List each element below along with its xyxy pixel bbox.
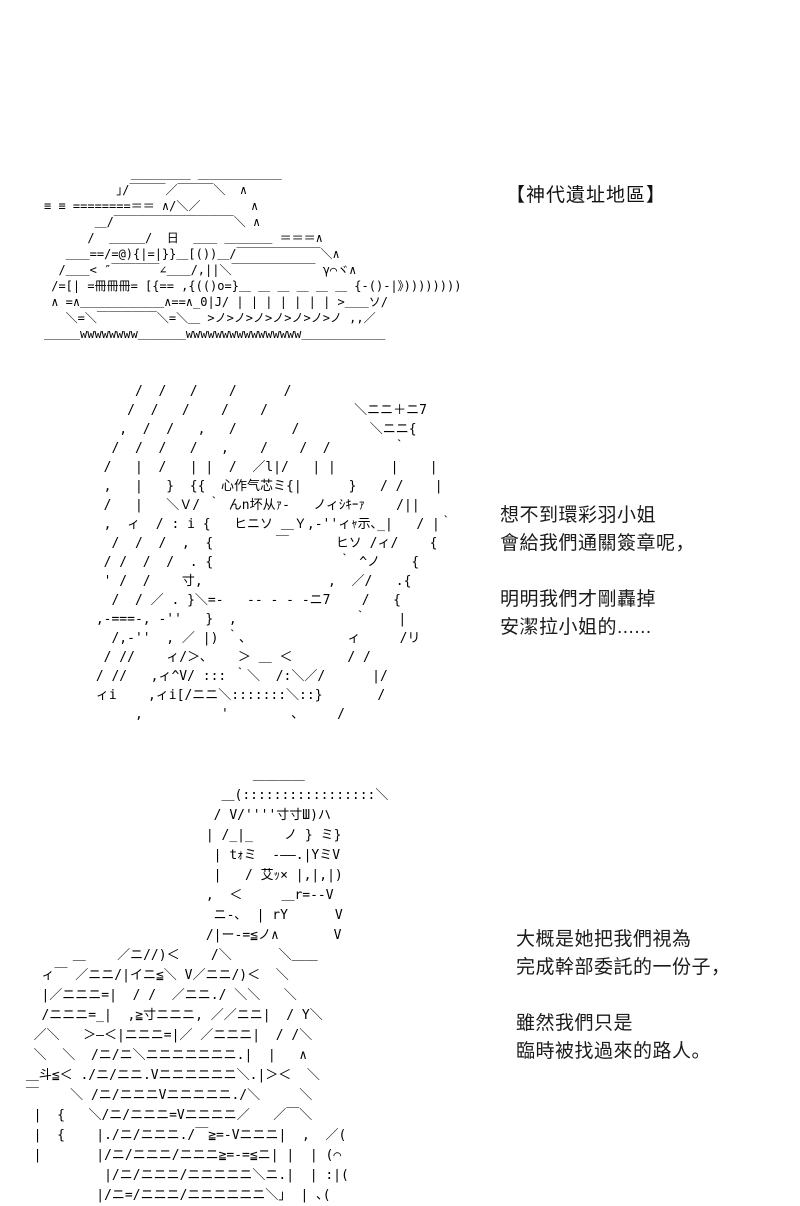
dialogue-block-top: 想不到環彩羽小姐 會給我們通關簽章呢， 明明我們才剛轟掉 安潔拉小姐的.....… <box>500 505 696 638</box>
tank-ascii-art: ＿＿＿＿＿ ＿＿＿＿＿＿＿ ｣/￣￣￣／￣￣￣＼ ∧ ≡ ≡ ========＝… <box>44 167 462 341</box>
location-label: 【神代遺址地區】 <box>506 185 667 206</box>
character-bottom-ascii-art: ＿＿＿＿ ＿(:::::::::::::::::＼ / V/''''寸寸Ш)ハ … <box>25 768 389 1203</box>
dialogue-block-bottom: 大概是她把我們視為 完成幹部委託的一份子， 雖然我們只是 臨時被找過來的路人。 <box>516 929 731 1062</box>
character-top-ascii-art: / / / / / / / / / / ＼ニニ＋ニ7 , / / , / / ＼… <box>95 384 453 722</box>
